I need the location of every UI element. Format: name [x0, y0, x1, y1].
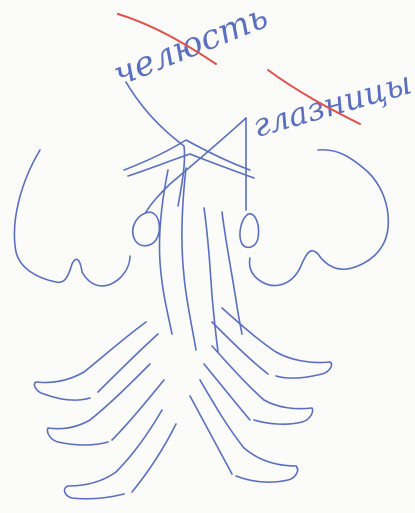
body-line-left-outer [159, 170, 172, 334]
eyes-label: глазницы [248, 64, 415, 145]
jaw-pointer-line [126, 82, 185, 206]
left-leg-1-inner [98, 334, 158, 392]
left-leg-2 [47, 364, 150, 445]
body-line-right-outer [222, 212, 242, 334]
left-leg-3-inner [132, 424, 176, 492]
body-line-left-inner [182, 168, 196, 350]
body-line-right-inner [204, 208, 218, 352]
right-leg-3-inner [190, 396, 232, 474]
right-leg-2-inner [204, 364, 250, 420]
left-leg-2-inner [112, 380, 164, 440]
right-leg-3 [200, 380, 298, 482]
pen-drawing [14, 82, 388, 499]
left-leg-3 [65, 410, 162, 499]
left-eye-socket [133, 212, 160, 246]
right-leg-1-inner [212, 322, 268, 374]
right-eye-socket [240, 214, 259, 248]
right-wing-outline [250, 150, 389, 286]
left-wing-outline [14, 150, 130, 286]
right-leg-2 [212, 346, 313, 424]
